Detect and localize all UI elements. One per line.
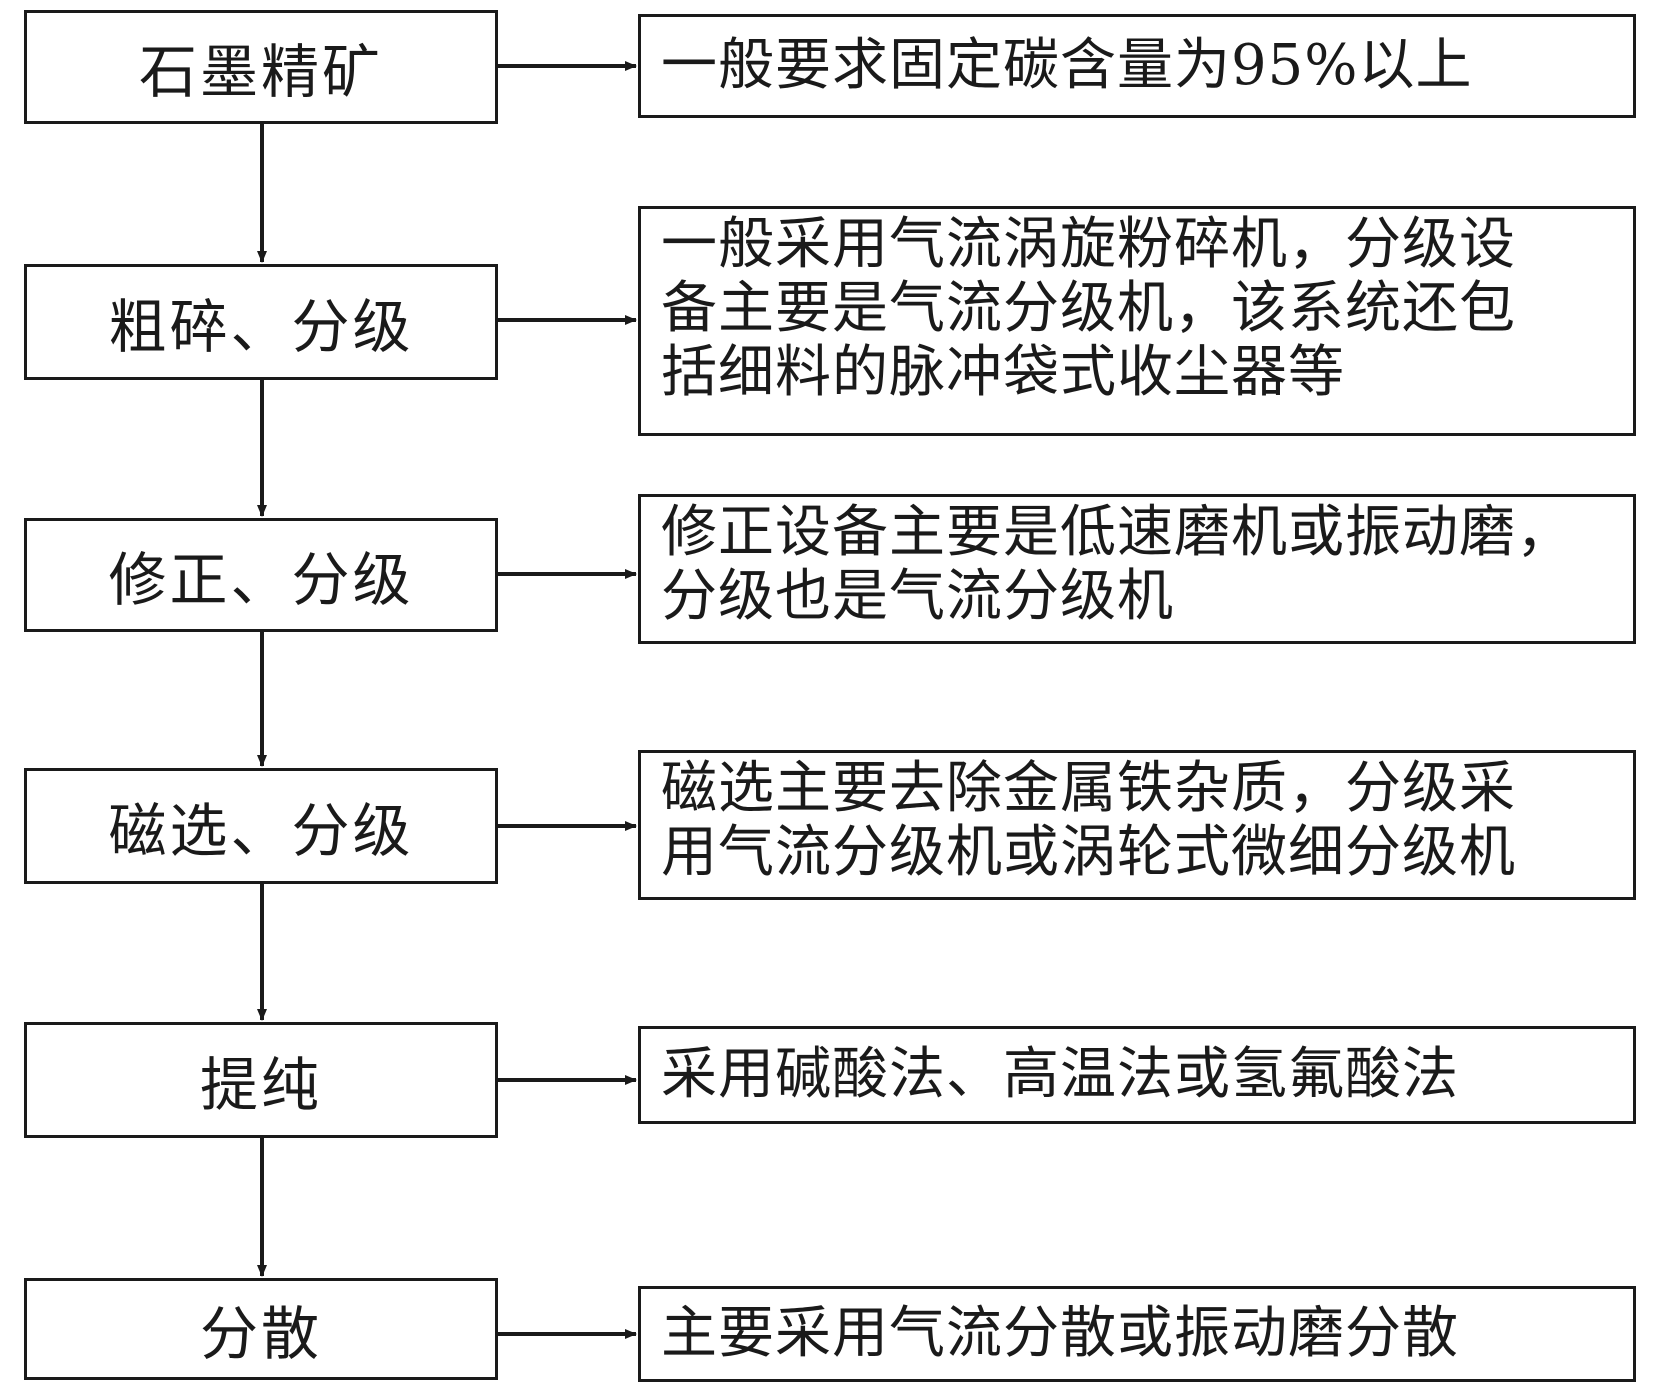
note-graphite-concentrate: 一般要求固定碳含量为95%以上: [638, 14, 1636, 118]
note-dispersion: 主要采用气流分散或振动磨分散: [638, 1286, 1636, 1382]
step-graphite-concentrate: 石墨精矿: [24, 10, 498, 124]
step-dispersion: 分散: [24, 1278, 498, 1380]
note-crushing-classification: 一般采用气流涡旋粉碎机，分级设 备主要是气流分级机，该系统还包 括细料的脉冲袋式…: [638, 206, 1636, 436]
step-magnetic-separation-classification: 磁选、分级: [24, 768, 498, 884]
step-crushing-classification: 粗碎、分级: [24, 264, 498, 380]
note-magnetic-separation-classification: 磁选主要去除金属铁杂质，分级采 用气流分级机或涡轮式微细分级机: [638, 750, 1636, 900]
step-purification: 提纯: [24, 1022, 498, 1138]
note-shaping-classification: 修正设备主要是低速磨机或振动磨， 分级也是气流分级机: [638, 494, 1636, 644]
step-shaping-classification: 修正、分级: [24, 518, 498, 632]
note-purification: 采用碱酸法、高温法或氢氟酸法: [638, 1026, 1636, 1124]
